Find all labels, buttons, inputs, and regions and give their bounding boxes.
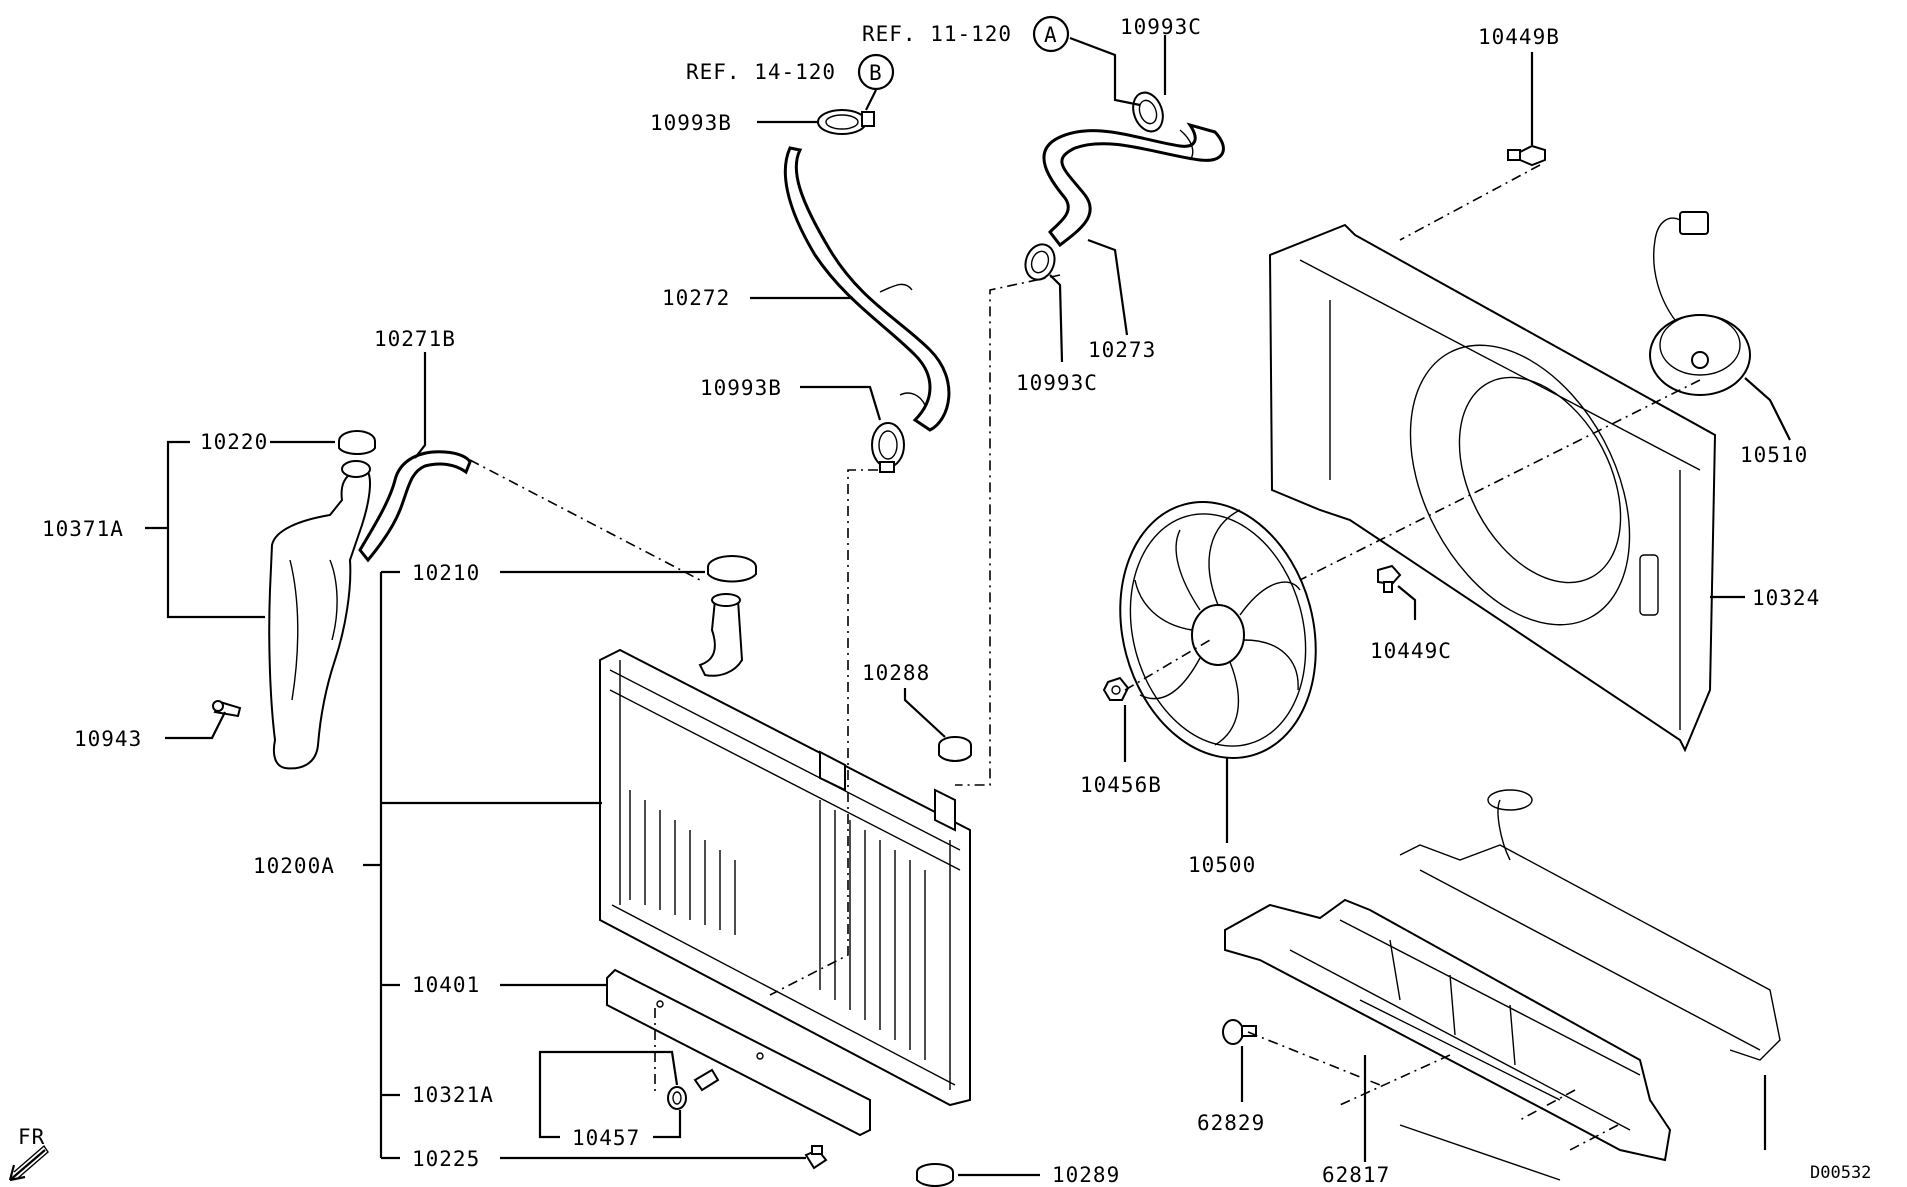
- fan-shroud[interactable]: [1268, 223, 1717, 753]
- upper-radiator-hose[interactable]: [783, 146, 951, 432]
- hose-clamp-10993c-mid[interactable]: [1021, 240, 1060, 283]
- bolt-10225[interactable]: [804, 1145, 828, 1170]
- label-10993b-mid: 10993B: [700, 376, 782, 400]
- label-10457: 10457: [572, 1126, 640, 1150]
- overflow-hose[interactable]: [358, 450, 472, 563]
- label-10200a: 10200A: [253, 854, 335, 878]
- lower-radiator-hose[interactable]: [1042, 122, 1225, 248]
- reserve-tank[interactable]: [268, 460, 371, 770]
- label-10288: 10288: [862, 661, 930, 685]
- label-10943: 10943: [74, 727, 142, 751]
- label-10324: 10324: [1752, 586, 1820, 610]
- label-10456b: 10456B: [1080, 773, 1162, 797]
- label-10220: 10220: [200, 430, 268, 454]
- label-10510: 10510: [1740, 443, 1808, 467]
- label-10272: 10272: [662, 286, 730, 310]
- drain-plug[interactable]: [667, 1068, 720, 1110]
- dashed-assembly-lines: [469, 164, 1701, 1151]
- label-10401: 10401: [412, 973, 480, 997]
- hose-clamp-10993c-top[interactable]: [1128, 88, 1168, 135]
- bolt-10449b[interactable]: [1507, 144, 1546, 167]
- fan-motor[interactable]: [1649, 211, 1751, 396]
- ref-11-120-label: REF. 11-120: [862, 22, 1012, 46]
- label-10225: 10225: [412, 1147, 480, 1171]
- label-10993c-top: 10993C: [1120, 15, 1202, 39]
- label-62829: 62829: [1197, 1111, 1265, 1135]
- fr-label: FR: [18, 1125, 45, 1149]
- label-10371a: 10371A: [42, 517, 124, 541]
- label-10993c-mid: 10993C: [1016, 371, 1098, 395]
- insulator-10289[interactable]: [916, 1163, 954, 1187]
- reserve-tank-cap[interactable]: [338, 430, 376, 455]
- ref-marker-a-circle: [1032, 15, 1070, 53]
- label-10273: 10273: [1088, 338, 1156, 362]
- label-10210: 10210: [412, 561, 480, 585]
- lower-air-shroud[interactable]: [1224, 898, 1672, 1162]
- radiator-core[interactable]: [599, 593, 971, 1107]
- circle-b-label: B: [869, 61, 883, 85]
- ref-marker-b-circle: [857, 53, 895, 91]
- label-10993b-top: 10993B: [650, 111, 732, 135]
- circle-a-label: A: [1044, 23, 1058, 47]
- leader-lines: [145, 35, 1791, 1177]
- label-10449b: 10449B: [1478, 25, 1560, 49]
- label-10321a: 10321A: [412, 1083, 494, 1107]
- label-10271b: 10271B: [374, 327, 456, 351]
- part-labels: REF. 11-120 A REF. 14-120 B 10993C 10449…: [18, 15, 1871, 1187]
- label-10500: 10500: [1188, 853, 1256, 877]
- bolt-10449c[interactable]: [1377, 564, 1402, 593]
- label-62817: 62817: [1322, 1163, 1390, 1187]
- drawing-code: D00532: [1810, 1163, 1871, 1183]
- insulator-10288[interactable]: [938, 736, 972, 762]
- radiator-support-outline: [1399, 789, 1781, 1181]
- hose-clamp-10993b-mid[interactable]: [871, 422, 905, 473]
- ref-14-120-label: REF. 14-120: [686, 60, 836, 84]
- radiator-bracket[interactable]: [606, 968, 871, 1137]
- clip-62829[interactable]: [1222, 1019, 1257, 1045]
- screw-10943[interactable]: [212, 700, 242, 718]
- nut-10456b[interactable]: [1102, 676, 1130, 701]
- label-10289: 10289: [1052, 1163, 1120, 1187]
- label-10449c: 10449C: [1370, 639, 1452, 663]
- front-direction-arrow: [8, 1144, 49, 1182]
- fan-blade[interactable]: [1093, 480, 1344, 780]
- radiator-cap[interactable]: [707, 555, 757, 583]
- hose-clamp-10993b-top[interactable]: [817, 109, 875, 135]
